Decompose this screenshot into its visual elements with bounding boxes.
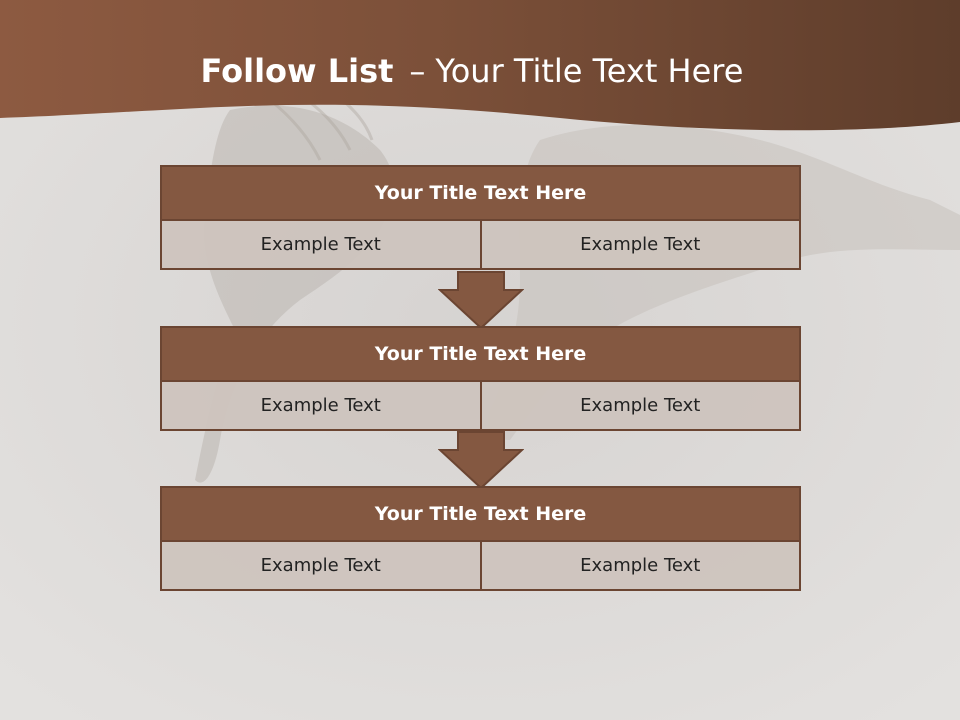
block-cell-right: Example Text (481, 221, 801, 270)
block-row: Example Text Example Text (160, 221, 801, 270)
block-header: Your Title Text Here (160, 486, 801, 542)
block-cell-left: Example Text (160, 542, 482, 591)
list-block-1: Your Title Text Here Example Text Exampl… (160, 165, 801, 270)
title-bold: Follow List (200, 52, 394, 90)
block-cell-left: Example Text (160, 221, 482, 270)
header-band (0, 0, 960, 131)
block-header: Your Title Text Here (160, 165, 801, 221)
list-block-3: Your Title Text Here Example Text Exampl… (160, 486, 801, 591)
list-block-2: Your Title Text Here Example Text Exampl… (160, 326, 801, 431)
block-row: Example Text Example Text (160, 542, 801, 591)
block-cell-right: Example Text (481, 382, 801, 431)
down-arrow-icon (438, 431, 524, 490)
down-arrow-icon (438, 271, 524, 330)
block-cell-right: Example Text (481, 542, 801, 591)
slide-title: Follow List–Your Title Text Here (0, 52, 944, 90)
block-header: Your Title Text Here (160, 326, 801, 382)
block-row: Example Text Example Text (160, 382, 801, 431)
block-cell-left: Example Text (160, 382, 482, 431)
title-rest: Your Title Text Here (435, 52, 744, 90)
title-dash: – (409, 52, 426, 90)
